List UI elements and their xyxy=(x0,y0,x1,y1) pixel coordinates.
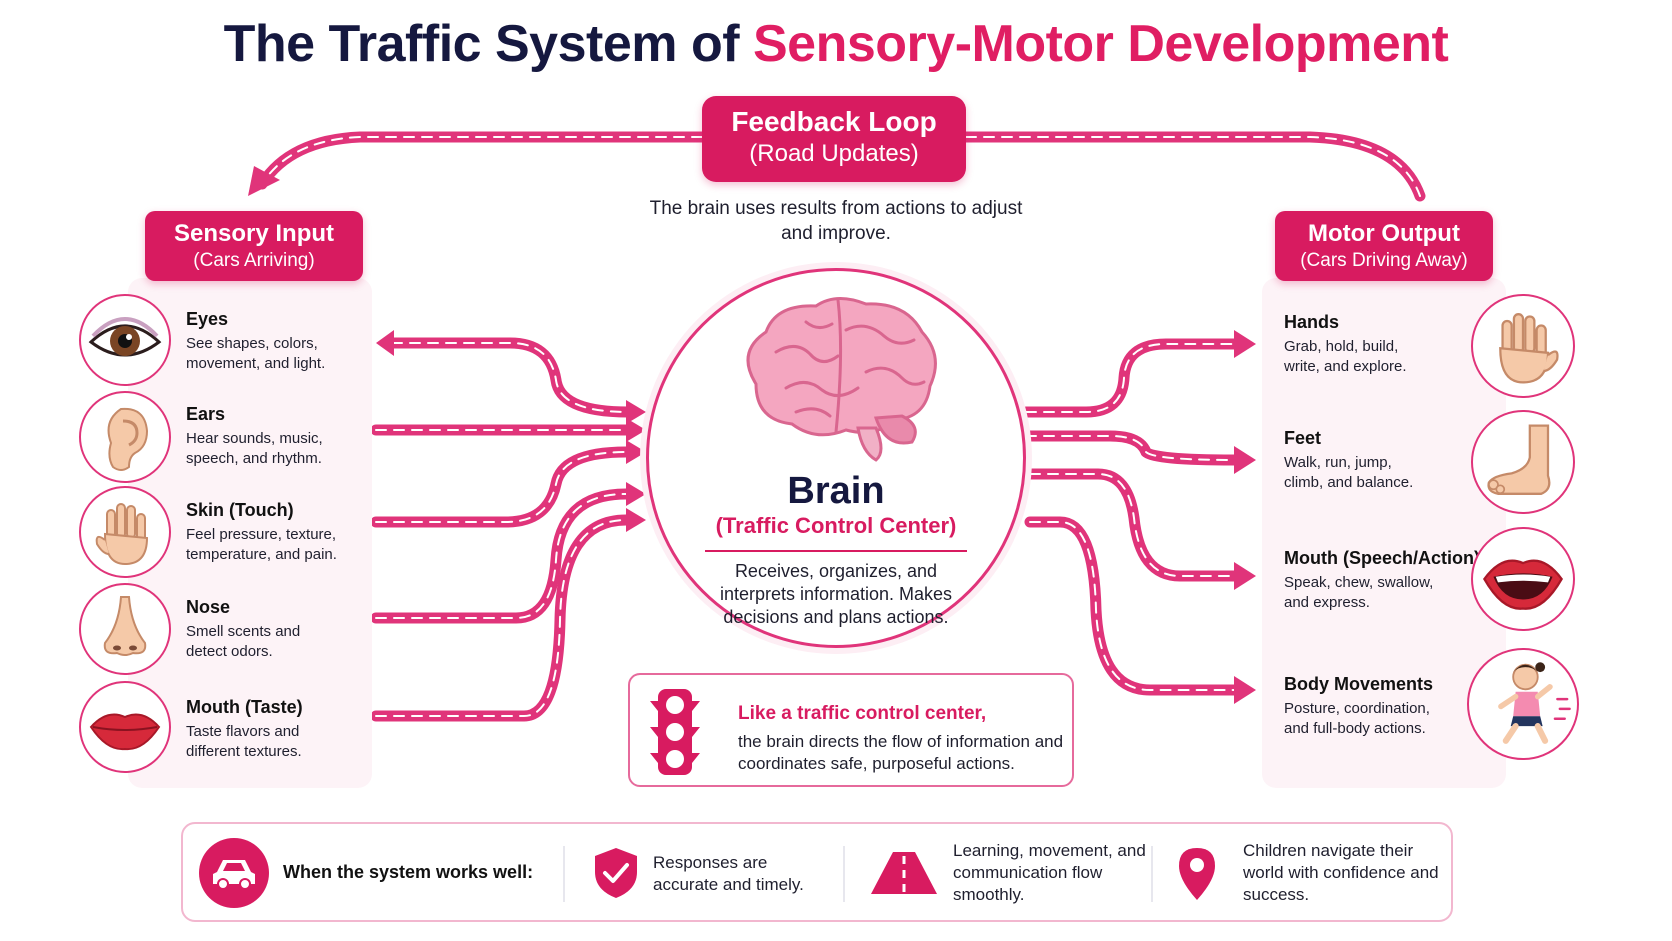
motor-item-desc: Grab, hold, build, write, and explore. xyxy=(1284,338,1407,375)
traffic-note-body: the brain directs the flow of informatio… xyxy=(738,732,1064,773)
ear-icon xyxy=(79,391,171,483)
body-arrowhead xyxy=(1234,676,1256,704)
outcomes-footer: When the system works well: Responses ar… xyxy=(181,822,1453,922)
skin-arrowhead xyxy=(626,440,646,464)
road-icon xyxy=(871,852,937,894)
skin-road xyxy=(370,446,632,528)
feedback-subtitle: (Road Updates) xyxy=(749,140,919,167)
motor-item-title: Mouth (Speech/Action) xyxy=(1284,548,1480,568)
feedback-arrowhead-left xyxy=(248,166,280,196)
speech-arrowhead xyxy=(1234,562,1256,590)
location-pin-icon xyxy=(1179,848,1215,900)
sensory-item-desc: Feel pressure, texture, temperature, and… xyxy=(186,526,337,563)
footer-item-text: Children navigate their world with confi… xyxy=(1243,841,1439,904)
footer-item-text: Responses are accurate and timely. xyxy=(653,853,804,894)
running-child-icon xyxy=(1467,648,1579,760)
motor-item-desc: Speak, chew, swallow, and express. xyxy=(1284,574,1434,611)
taste-road-lane-markings xyxy=(375,519,627,717)
feedback-road-left-lane-markings xyxy=(261,136,703,185)
skin-road-lane-markings xyxy=(375,451,627,523)
sensory-item-desc: Smell scents and detect odors. xyxy=(186,623,301,660)
hand-icon xyxy=(1471,294,1575,398)
hand-icon xyxy=(79,486,171,578)
brain-subtitle: (Traffic Control Center) xyxy=(715,513,957,538)
hands-arrowhead xyxy=(1234,330,1256,358)
traffic-note-headline: Like a traffic control center, xyxy=(738,703,987,724)
footer-divider xyxy=(843,846,845,902)
body-road-lane-markings xyxy=(1029,521,1235,691)
eyes-arrowhead-back xyxy=(376,330,394,356)
footer-divider xyxy=(563,846,565,902)
ears-arrowhead xyxy=(626,418,646,442)
body-road xyxy=(1024,516,1240,696)
footer-item-text: Learning, movement, and communication fl… xyxy=(953,841,1146,904)
sensory-title: Sensory Input xyxy=(173,220,335,247)
feedback-road-right xyxy=(960,131,1426,202)
sensory-item-title: Skin (Touch) xyxy=(186,500,294,520)
open-mouth-icon xyxy=(1471,527,1575,631)
motor-item-title: Body Movements xyxy=(1284,674,1434,694)
feedback-loop-badge: Feedback Loop (Road Updates) xyxy=(702,96,966,182)
footer-divider xyxy=(1151,846,1153,902)
eyes-road xyxy=(386,337,634,418)
motor-subtitle: (Cars Driving Away) xyxy=(1300,250,1468,271)
sensory-item-title: Nose xyxy=(186,597,231,617)
footer-lead: When the system works well: xyxy=(283,862,534,882)
brain-title: Brain xyxy=(787,470,885,512)
motor-item-title: Hands xyxy=(1284,312,1340,332)
feet-road xyxy=(1020,430,1240,466)
eyes-arrowhead xyxy=(626,400,646,424)
sensory-item-title: Ears xyxy=(186,404,226,424)
brain-description: Receives, organizes, and interprets info… xyxy=(719,561,953,627)
shield-check-icon xyxy=(595,848,637,898)
lips-icon xyxy=(79,681,171,773)
page-title: The Traffic System of Sensory-Motor Deve… xyxy=(0,14,1672,74)
motor-item-desc: Walk, run, jump, climb, and balance. xyxy=(1284,454,1414,491)
sensory-item-title: Eyes xyxy=(186,309,229,329)
traffic-light-icon xyxy=(650,689,700,775)
nose-arrowhead xyxy=(626,482,646,506)
feet-arrowhead xyxy=(1234,446,1256,474)
sensory-item-desc: Hear sounds, music, speech, and rhythm. xyxy=(186,430,323,467)
motor-panel xyxy=(1262,278,1506,788)
feedback-title: Feedback Loop xyxy=(731,106,937,137)
sensory-subtitle: (Cars Arriving) xyxy=(193,250,315,271)
traffic-control-note: Like a traffic control center, the brain… xyxy=(628,673,1074,787)
title-part-2: Sensory-Motor Development xyxy=(752,15,1449,73)
motor-output-header: Motor Output (Cars Driving Away) xyxy=(1275,211,1493,281)
eyes-road-lane-markings xyxy=(391,342,629,413)
speech-road-lane-markings xyxy=(1029,473,1235,577)
title-part-1: The Traffic System of xyxy=(223,15,740,73)
feedback-road-right-lane-markings xyxy=(965,136,1421,197)
motor-title: Motor Output xyxy=(1308,220,1460,247)
car-icon xyxy=(199,838,269,908)
foot-icon xyxy=(1471,410,1575,514)
brain-divider xyxy=(705,550,967,552)
motor-item-title: Feet xyxy=(1284,428,1322,448)
hands-road-lane-markings xyxy=(1025,343,1235,413)
nose-road-lane-markings xyxy=(375,493,627,619)
motor-item-desc: Posture, coordination, and full-body act… xyxy=(1284,700,1430,737)
sensory-item-title: Mouth (Taste) xyxy=(186,697,303,717)
sensory-item-desc: Taste flavors and different textures. xyxy=(186,723,302,760)
hands-road xyxy=(1020,338,1240,418)
eye-icon xyxy=(79,294,171,386)
brain-icon xyxy=(746,297,937,462)
nose-road xyxy=(370,488,632,624)
feet-road-lane-markings xyxy=(1025,435,1235,461)
nose-icon xyxy=(79,583,171,675)
sensory-input-header: Sensory Input (Cars Arriving) xyxy=(145,211,363,281)
feedback-description: The brain uses results from actions to a… xyxy=(649,198,1023,244)
sensory-item-desc: See shapes, colors, movement, and light. xyxy=(186,335,326,372)
taste-arrowhead xyxy=(626,508,646,532)
feedback-road-left xyxy=(256,131,708,190)
